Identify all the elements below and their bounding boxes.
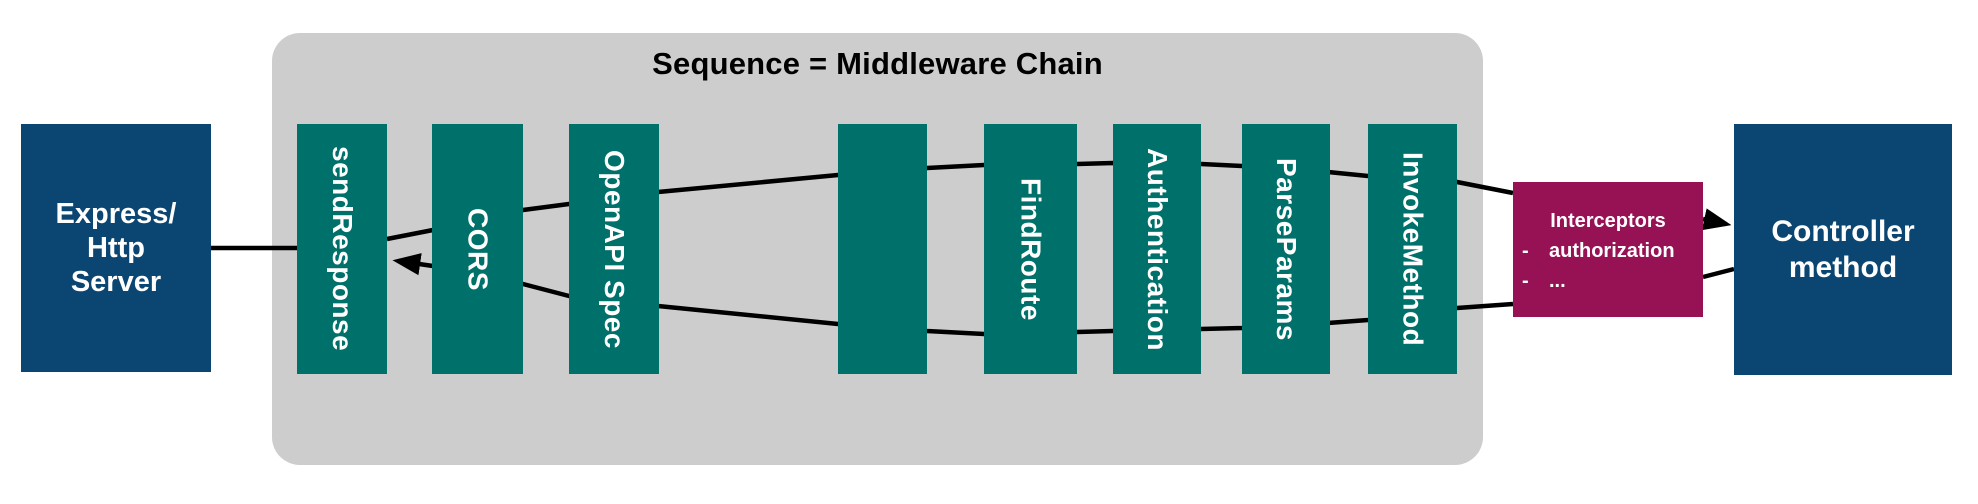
controller-method-box: Controller method xyxy=(1734,124,1952,375)
middleware-box-openapi-spec: OpenAPI Spec xyxy=(569,124,659,374)
middleware-label: sendResponse xyxy=(327,146,358,352)
response-path-arrow xyxy=(392,253,1514,337)
panel-title: Sequence = Middleware Chain xyxy=(652,46,1103,81)
middleware-box-findroute: FindRoute xyxy=(984,124,1077,374)
controller-method-label: Controller method xyxy=(1771,214,1915,284)
interceptors-title: Interceptors xyxy=(1550,210,1666,232)
interceptors-item-label: ... xyxy=(1549,270,1566,292)
middleware-box-invokemethod: InvokeMethod xyxy=(1368,124,1457,374)
bullet-dash: - xyxy=(1522,270,1529,292)
middleware-label: OpenAPI Spec xyxy=(599,149,630,349)
express-http-server-box: Express/ Http Server xyxy=(21,124,211,372)
middleware-box-sendresponse: sendResponse xyxy=(297,124,387,374)
interceptors-box: Interceptors - authorization - ... xyxy=(1513,182,1703,317)
middleware-label: CORS xyxy=(462,207,494,291)
middleware-label: Authentication xyxy=(1142,147,1173,351)
express-http-server-label: Express/ Http Server xyxy=(55,198,177,298)
request-path-line xyxy=(386,160,1514,242)
middleware-label: ParseParams xyxy=(1271,157,1302,341)
bullet-dash: - xyxy=(1522,240,1529,262)
middleware-box-cors: CORS xyxy=(432,124,523,374)
middleware-label: InvokeMethod xyxy=(1397,151,1429,347)
middleware-box-blank xyxy=(838,124,927,374)
interceptors-to-controller-arrow xyxy=(1701,208,1732,231)
interceptors-item-ellipsis: - ... xyxy=(1513,266,1703,296)
controller-to-interceptors-line xyxy=(1702,266,1735,280)
interceptors-item-authorization: - authorization xyxy=(1513,236,1703,266)
middleware-box-parseparams: ParseParams xyxy=(1242,124,1330,374)
interceptors-item-label: authorization xyxy=(1549,240,1675,262)
middleware-label: FindRoute xyxy=(1015,177,1047,321)
middleware-box-authentication: Authentication xyxy=(1113,124,1201,374)
